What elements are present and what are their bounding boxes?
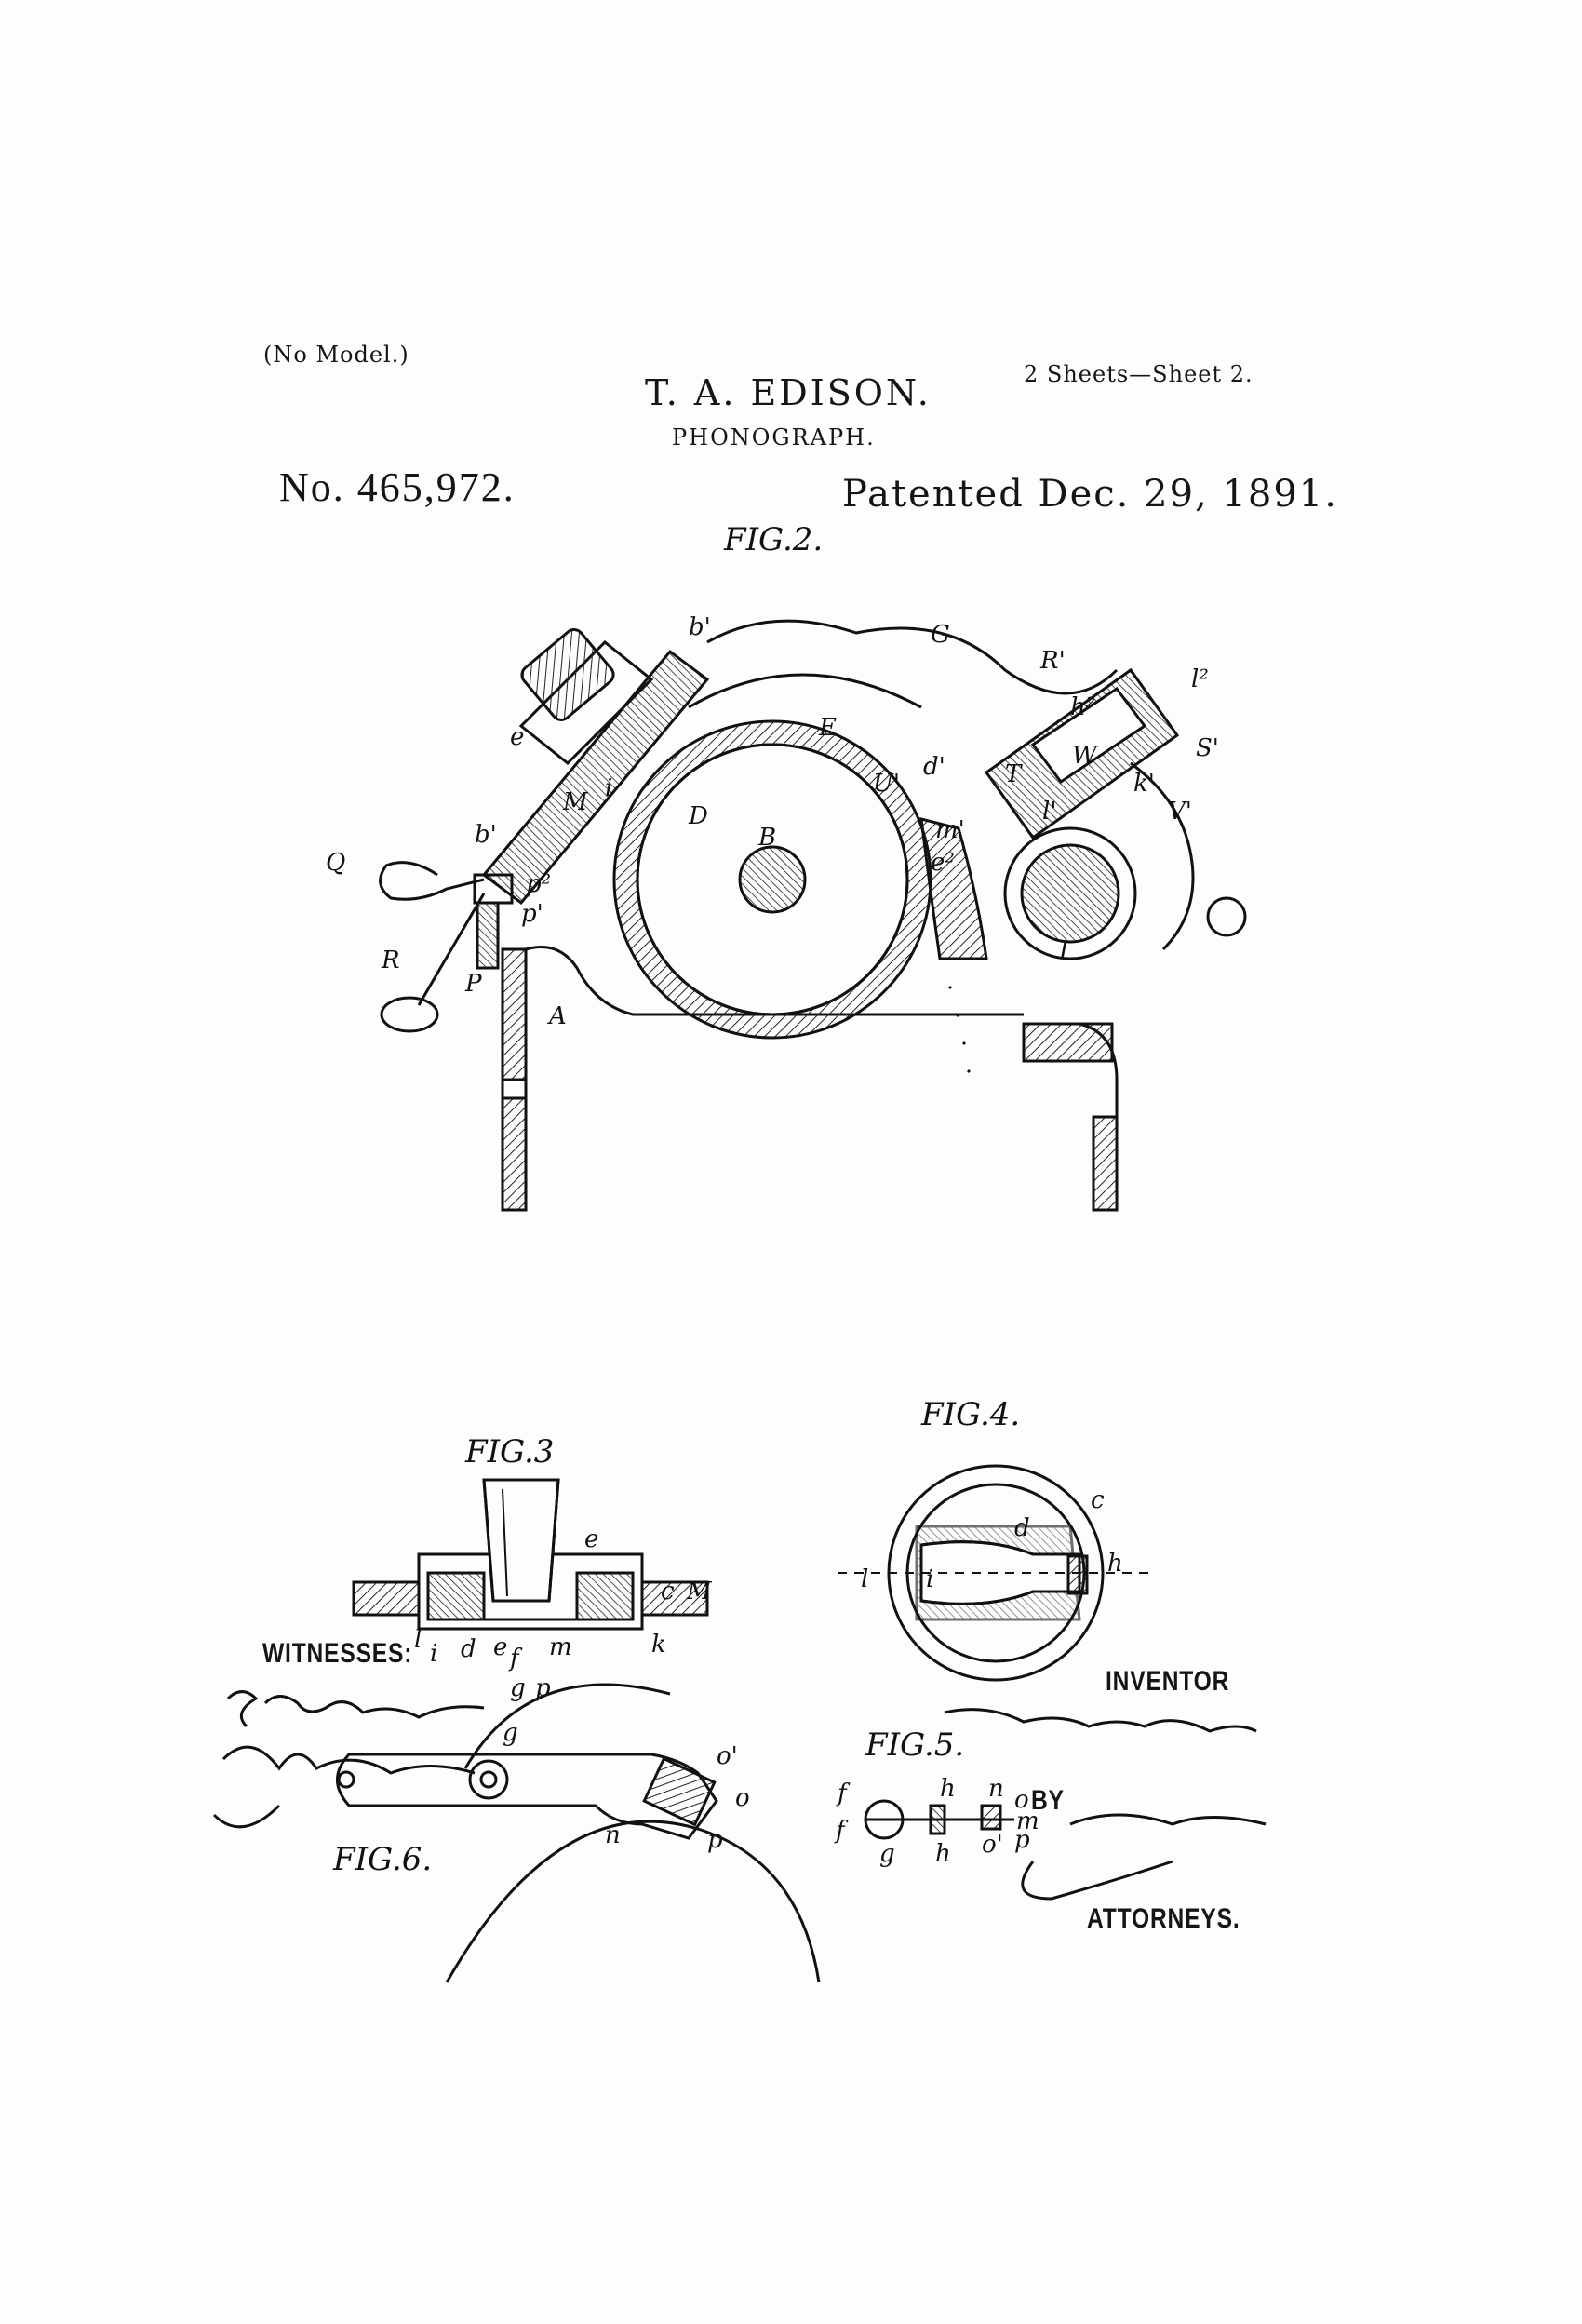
svg-text:g: g	[879, 1840, 895, 1868]
svg-text:f: f	[834, 1817, 849, 1845]
svg-text:P: P	[464, 970, 482, 998]
svg-text:p: p	[707, 1826, 723, 1854]
svg-text:R: R	[381, 947, 400, 974]
svg-text:c: c	[1091, 1486, 1105, 1514]
svg-text:e: e	[584, 1525, 598, 1553]
inventor-name: T. A. EDISON.	[645, 372, 932, 413]
inventor-label: INVENTOR	[1106, 1666, 1230, 1697]
figure-5-drawing	[864, 1799, 1014, 1840]
witness-signatures	[212, 1690, 485, 1829]
svg-text:b': b'	[689, 613, 711, 641]
svg-text:V': V'	[1168, 798, 1192, 826]
svg-text:p²: p²	[526, 870, 551, 898]
svg-text:U': U'	[873, 770, 900, 798]
svg-text:M: M	[686, 1578, 713, 1605]
svg-text:h: h	[1107, 1550, 1123, 1578]
svg-text:m: m	[1016, 1807, 1039, 1835]
patent-number: No. 465,972.	[279, 464, 516, 510]
svg-text:f: f	[508, 1645, 523, 1672]
svg-text:m': m'	[935, 816, 965, 844]
svg-text:E: E	[818, 714, 837, 742]
svg-text:o: o	[1014, 1786, 1029, 1814]
svg-text:l': l'	[1042, 798, 1056, 826]
inventor-signature	[944, 1708, 1257, 1733]
figure-6-drawing	[336, 1753, 821, 1983]
figure-5-label: FIG.5.	[865, 1726, 965, 1764]
svg-text:W: W	[1072, 742, 1099, 770]
svg-text:p: p	[1014, 1826, 1030, 1854]
svg-text:h: h	[935, 1840, 951, 1868]
svg-text:l: l	[861, 1565, 868, 1593]
svg-text:D: D	[688, 802, 708, 830]
svg-text:e: e	[493, 1633, 507, 1661]
svg-text:i: i	[926, 1565, 933, 1593]
svg-text:f: f	[836, 1780, 851, 1807]
svg-text:A: A	[547, 1002, 567, 1030]
svg-text:o: o	[735, 1784, 750, 1812]
invention-title: PHONOGRAPH.	[672, 424, 876, 450]
svg-text:m: m	[549, 1633, 572, 1661]
figure-6-part-labels: g o' o n p	[503, 1719, 750, 1854]
svg-text:o': o'	[717, 1742, 738, 1770]
svg-text:B: B	[757, 824, 776, 852]
svg-text:S': S'	[1196, 734, 1219, 762]
svg-text:k: k	[651, 1631, 666, 1659]
svg-text:l: l	[414, 1626, 422, 1654]
svg-text:R': R'	[1039, 647, 1066, 675]
svg-text:Q: Q	[326, 849, 345, 877]
svg-text:h: h	[940, 1775, 956, 1803]
svg-text:n: n	[988, 1775, 1004, 1803]
figure-4-part-labels: d c l i h	[861, 1486, 1123, 1593]
svg-text:M: M	[562, 788, 589, 816]
svg-text:e: e	[510, 723, 524, 751]
svg-text:i: i	[605, 774, 612, 802]
patent-date: Patented Dec. 29, 1891.	[842, 473, 1338, 516]
svg-text:g: g	[510, 1674, 526, 1702]
sheet-count: 2 Sheets—Sheet 2.	[1024, 361, 1254, 387]
svg-text:l²: l²	[1191, 665, 1209, 693]
svg-text:G: G	[931, 621, 950, 649]
figure-3-label: FIG.3	[465, 1433, 555, 1471]
by-label: BY	[1031, 1785, 1065, 1816]
svg-text:b': b'	[475, 821, 497, 849]
svg-text:g: g	[503, 1719, 518, 1747]
witnesses-label: WITNESSES:	[262, 1638, 413, 1669]
svg-text:I: I	[1058, 937, 1069, 965]
figure-3-part-labels: e c M l i d e f m k g p	[414, 1525, 713, 1702]
svg-text:d': d'	[923, 753, 945, 781]
figure-4-drawing	[838, 1464, 1154, 1682]
figure-2-drawing	[379, 619, 1247, 1212]
figure-2-part-labels: b' G R' l² e E h² S' M i d' T W k' U' V'…	[326, 613, 1219, 1030]
svg-text:i: i	[430, 1640, 437, 1668]
svg-text:n: n	[605, 1821, 621, 1849]
svg-text:T: T	[1005, 760, 1023, 788]
svg-text:e²: e²	[931, 849, 955, 877]
figure-3-drawing	[352, 1478, 709, 1769]
svg-text:d: d	[461, 1635, 476, 1663]
model-note: (No Model.)	[263, 342, 409, 368]
svg-text:d: d	[1014, 1514, 1030, 1542]
figure-2-label: FIG.2.	[724, 521, 824, 558]
svg-text:h²: h²	[1070, 693, 1095, 721]
figure-6-label: FIG.6.	[333, 1841, 433, 1878]
attorneys-label: ATTORNEYS.	[1087, 1903, 1240, 1934]
figure-4-label: FIG.4.	[921, 1396, 1021, 1433]
svg-text:p: p	[535, 1674, 551, 1702]
svg-text:p': p'	[521, 900, 543, 928]
svg-text:c: c	[661, 1578, 675, 1605]
svg-text:k': k'	[1133, 770, 1155, 798]
svg-text:o': o'	[982, 1831, 1003, 1859]
attorney-signature	[1021, 1813, 1267, 1901]
